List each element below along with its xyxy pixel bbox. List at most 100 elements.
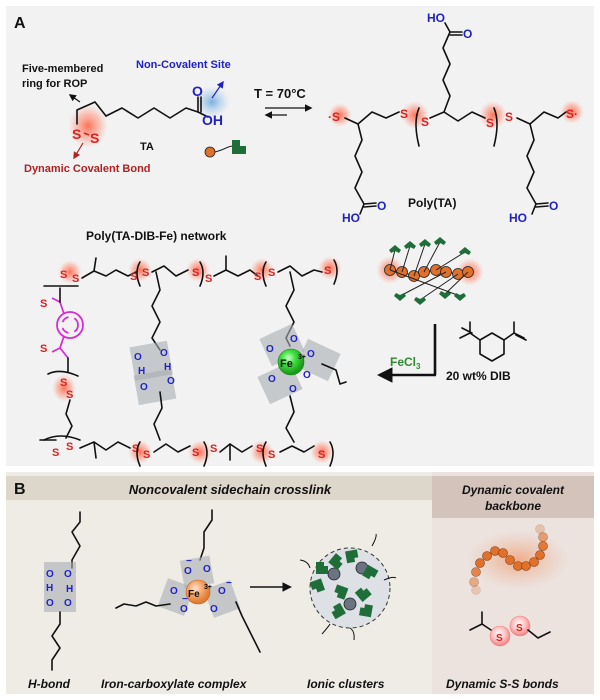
ligand-icon (309, 578, 326, 593)
svg-text:O: O (268, 374, 276, 385)
panel-b-right-header (432, 476, 594, 518)
svg-text:S: S (496, 633, 503, 644)
svg-text:S: S (143, 449, 150, 461)
svg-text:HO: HO (427, 11, 445, 25)
ligand-tether (401, 245, 411, 273)
ligand-icon (354, 587, 372, 602)
svg-text:O: O (170, 586, 178, 597)
svg-text:O: O (549, 199, 558, 213)
cation-sphere (327, 567, 341, 581)
cooh-glow (194, 86, 230, 118)
covalent-header-line2: backbone (485, 499, 541, 513)
svg-text:S: S (192, 447, 199, 459)
ta-carbonyl-o: O (192, 83, 203, 99)
svg-text:S: S (256, 443, 263, 455)
svg-text:S: S (40, 343, 47, 355)
ligand-icon (454, 293, 466, 301)
ligand-tether (419, 273, 459, 301)
svg-text:O: O (167, 376, 175, 387)
caption-ss: Dynamic S-S bonds (446, 677, 559, 691)
svg-text:S: S (516, 623, 523, 634)
iron-carboxylate-complex: Fe 3+ O O O O O O − − − Iron-carboxylate… (101, 509, 261, 691)
noncovalent-site-arrow (211, 80, 224, 99)
svg-text:S: S (72, 273, 79, 285)
ta-oh: OH (202, 112, 223, 128)
ta-s2: S (90, 130, 99, 146)
ligand-tether (413, 243, 426, 277)
caption-iron: Iron-carboxylate complex (101, 677, 248, 691)
svg-text:O: O (64, 598, 72, 609)
svg-text:H: H (66, 584, 73, 595)
svg-text:S: S (130, 271, 137, 283)
ta-name: TA (140, 141, 154, 153)
svg-text:S: S (324, 265, 331, 277)
polymer-bead-chain (376, 237, 484, 305)
ta-molecule: S S O OH TA Five-membered ring for ROP N… (22, 59, 246, 175)
svg-text:O: O (64, 569, 72, 580)
backbone-bead (521, 561, 531, 571)
poly-s-left-radical: ·S (328, 110, 340, 124)
panel-a: A S S O OH TA Five-membered ring for ROP… (6, 6, 594, 467)
svg-text:S: S (66, 441, 73, 453)
svg-text:H: H (46, 583, 53, 594)
svg-text:S: S (318, 449, 325, 461)
ligand-tether (435, 251, 466, 271)
svg-text:HO: HO (342, 211, 360, 225)
ligand-icon (404, 241, 416, 249)
fe-ion-orange (185, 579, 211, 605)
noncovalent-site-label: Non-Covalent Site (136, 59, 231, 71)
panel-b-left-header (6, 476, 432, 500)
svg-text:S: S (192, 267, 199, 279)
equilibrium-arrows: T = 70°C (254, 86, 313, 119)
svg-text:Fe: Fe (188, 589, 200, 600)
svg-text:S: S (505, 110, 513, 124)
oh-bond (197, 111, 209, 118)
svg-text:O: O (307, 349, 315, 360)
backbone-bead (490, 546, 500, 556)
ligand-icon (414, 297, 426, 305)
backbone-bead (538, 532, 548, 542)
alkyl-chain (105, 107, 199, 119)
backbone-bead (538, 541, 548, 551)
chain-end (371, 533, 377, 547)
svg-text:O: O (303, 370, 311, 381)
ligand-tether (423, 241, 441, 273)
svg-text:S: S (40, 298, 47, 310)
svg-text:S: S (421, 115, 429, 129)
svg-text:O: O (210, 604, 218, 615)
svg-text:O: O (203, 564, 211, 575)
svg-text:S: S (52, 447, 59, 459)
cation-sphere (343, 597, 357, 611)
svg-text:S: S (486, 116, 494, 130)
ligand-icon (419, 239, 431, 247)
hbond-dimer: O O H H O O H-bond (28, 511, 81, 691)
dynamic-bond-arrow (73, 142, 84, 160)
ligand-icon (359, 604, 373, 618)
ligand-icon (439, 291, 451, 299)
svg-text:3+: 3+ (204, 584, 212, 591)
ligand-tether (389, 269, 461, 297)
chain-end (299, 559, 311, 569)
ss-glow (68, 104, 108, 148)
poly-ta-structure: ·S S S S S S· O HO O HO (328, 11, 584, 225)
svg-text:O: O (134, 352, 142, 363)
svg-text:S: S (205, 273, 212, 285)
svg-text:O: O (46, 598, 54, 609)
fe-ion-green (277, 348, 305, 376)
svg-text:O: O (218, 586, 226, 597)
poly-ta-dib-fe-network: Poly(TA-DIB-Fe) network S S S S S S S S (39, 229, 347, 467)
svg-text:O: O (46, 569, 54, 580)
chain-end (349, 627, 355, 641)
backbone-bead (475, 558, 485, 568)
covalent-header-line1: Dynamic covalent (462, 483, 565, 497)
svg-text:O: O (289, 384, 297, 395)
ionic-cluster: Ionic clusters (299, 533, 397, 691)
backbone-bead (498, 548, 508, 558)
svg-text:O: O (160, 348, 168, 359)
chain-end (383, 576, 397, 581)
svg-text:S: S (268, 267, 275, 279)
caption-hbond: H-bond (28, 677, 71, 691)
svg-text:S: S (66, 389, 73, 401)
ring-note-line1: Five-membered (22, 63, 103, 75)
